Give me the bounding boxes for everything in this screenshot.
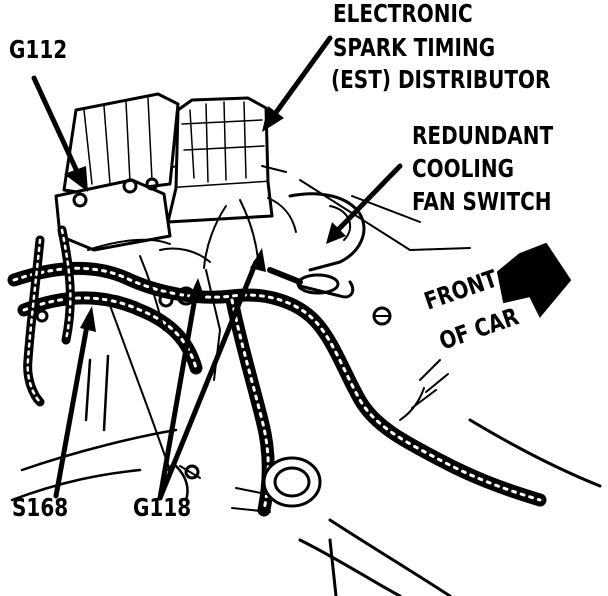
ground-terminals xyxy=(35,286,201,480)
lower-structure xyxy=(10,354,178,502)
g118-label: G118 xyxy=(133,493,192,522)
pointer-arrows xyxy=(31,35,403,501)
fan-switch-label-line-1: REDUNDANT xyxy=(412,121,554,150)
round-component xyxy=(231,456,322,513)
left-harness xyxy=(23,225,75,407)
arrow-heads xyxy=(64,106,346,332)
est-distributor-label-line-2: SPARK TIMING xyxy=(333,33,496,62)
right-wire-bundle xyxy=(399,359,449,421)
fan-switch-label-line-2: COOLING xyxy=(412,154,515,183)
fan-switch-label-line-3: FAN SWITCH xyxy=(412,187,552,216)
arrow-right-icon xyxy=(496,242,572,318)
lower-right-structure xyxy=(298,418,602,596)
distributor-wires xyxy=(87,197,297,471)
est-distributor-label-line-3: (EST) DISTRIBUTOR xyxy=(331,65,551,94)
valve-cover xyxy=(54,92,180,252)
s168-label: S168 xyxy=(12,493,69,522)
fan-switch-connector xyxy=(267,267,355,299)
g112-label: G112 xyxy=(9,35,68,64)
est-distributor-label-line-1: ELECTRONIC xyxy=(333,0,473,28)
